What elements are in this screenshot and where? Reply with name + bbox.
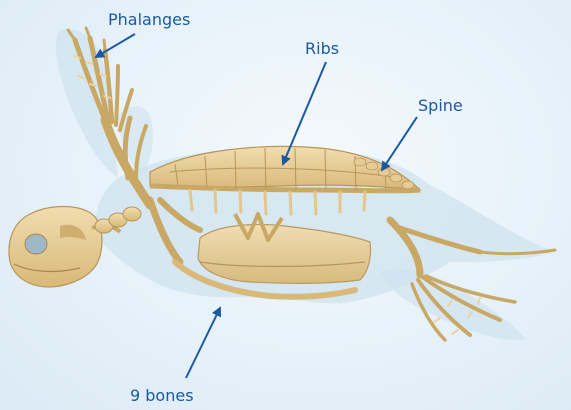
label-spine: Spine — [418, 97, 463, 115]
label-9-bones: 9 bones — [130, 387, 194, 405]
label-ribs: Ribs — [305, 40, 339, 58]
phalanges-arrow — [96, 34, 135, 57]
label-phalanges: Phalanges — [108, 11, 190, 29]
spine-arrow — [382, 117, 417, 170]
bones-arrow — [186, 308, 220, 378]
